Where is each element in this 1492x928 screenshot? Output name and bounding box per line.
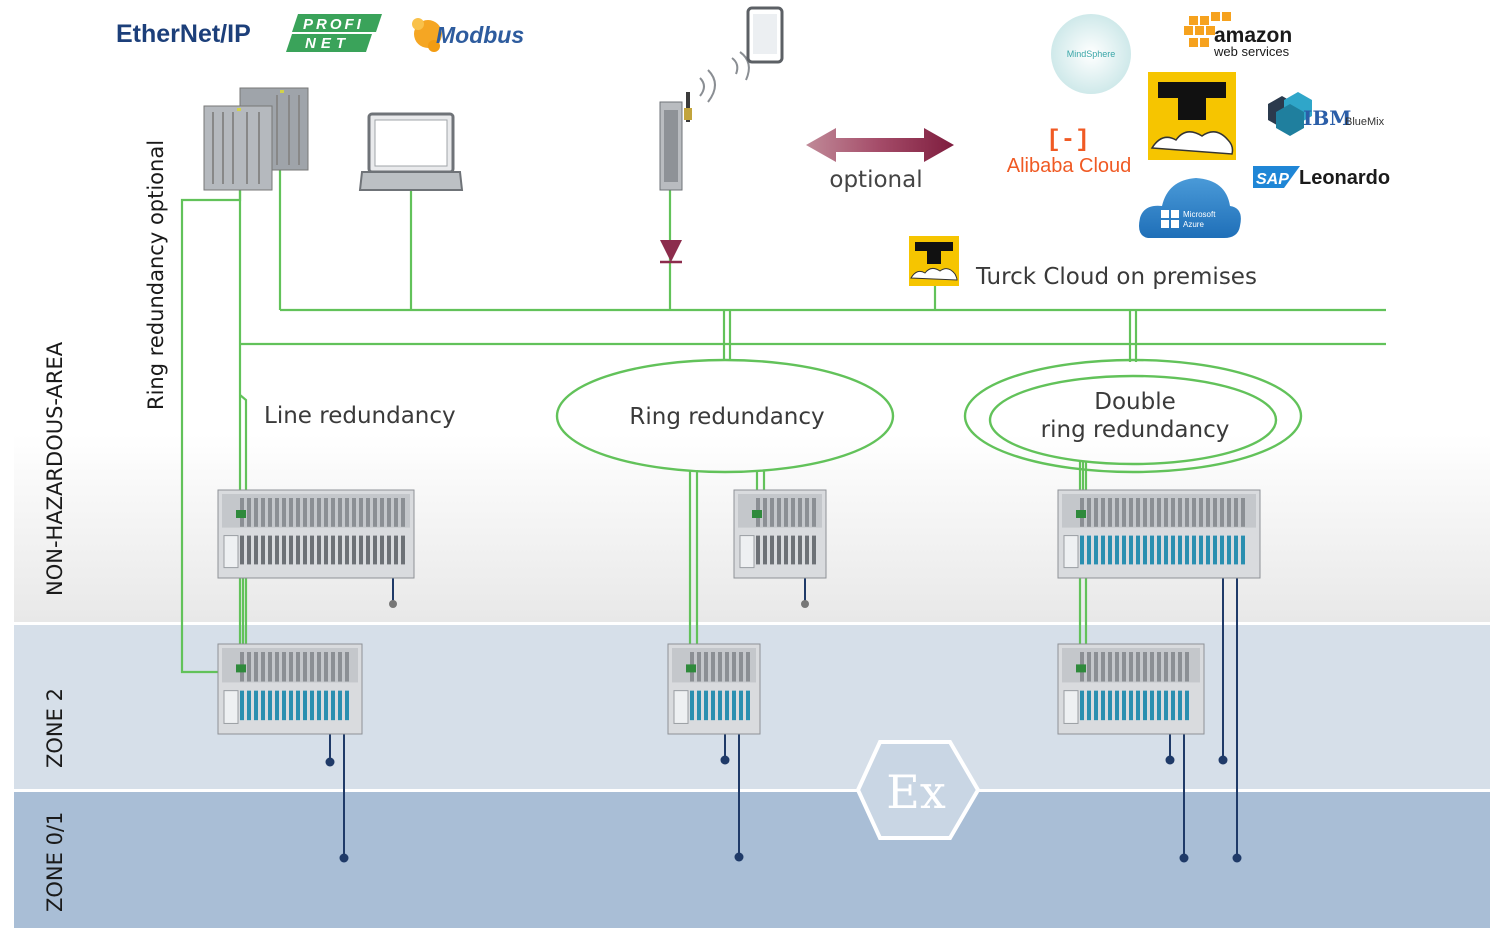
zone-divider (14, 622, 1490, 625)
ring-redundancy-label: Ring redundancy (629, 404, 824, 430)
svg-text:BlueMix: BlueMix (1345, 116, 1385, 128)
svg-text:[-]: [-] (1046, 127, 1089, 154)
ethernetip-logo: EtherNet/IP (116, 20, 251, 48)
turck-cloud-on-premises-icon (909, 236, 959, 286)
svg-text:MindSphere: MindSphere (1067, 49, 1116, 59)
sap-leonardo-logo: SAP Leonardo (1253, 166, 1390, 189)
edge-gateway-icon (659, 92, 692, 191)
laptop-icon (358, 112, 464, 191)
svg-text:EtherNet/IP: EtherNet/IP (116, 20, 251, 48)
io-rack-double-nonhaz (1057, 489, 1261, 579)
io-rack-ring-zone2 (667, 643, 761, 735)
svg-text:Alibaba Cloud: Alibaba Cloud (1007, 155, 1132, 177)
double-ring-label-line1: Double (1094, 389, 1176, 415)
svg-text:Azure: Azure (1183, 220, 1204, 229)
svg-text:Microsoft: Microsoft (1183, 210, 1216, 219)
tablet-icon (746, 6, 784, 64)
turck-cloud-label: Turck Cloud on premises (975, 264, 1257, 290)
modbus-logo: Modbus (412, 18, 524, 52)
zone-label-non-hazardous: NON-HAZARDOUS-AREA (43, 341, 67, 596)
svg-text:PROFI: PROFI (303, 16, 364, 33)
svg-text:amazon: amazon (1214, 24, 1292, 47)
wireless-signal-icon (699, 51, 750, 103)
svg-text:NET: NET (305, 35, 350, 52)
zone-label-zone01: ZONE 0/1 (43, 812, 67, 912)
io-rack-double-zone2 (1057, 643, 1205, 735)
signal-wires (325, 575, 1242, 863)
optional-double-arrow-icon (806, 128, 954, 162)
turck-cloud-logo (1148, 72, 1236, 160)
double-ring-label-line2: ring redundancy (1041, 417, 1230, 443)
zone-divider (14, 789, 1490, 792)
zone01-bg (14, 792, 1490, 928)
io-racks (217, 489, 1261, 735)
amazon-web-services-logo: amazon web services (1184, 12, 1292, 59)
svg-text:web services: web services (1213, 44, 1290, 59)
svg-text:IBM: IBM (1303, 106, 1351, 130)
mindsphere-logo: MindSphere (1051, 14, 1131, 94)
zone-label-zone2: ZONE 2 (43, 688, 67, 768)
svg-text:Leonardo: Leonardo (1299, 167, 1390, 189)
ring-redundancy-optional-label: Ring redundancy optional (144, 140, 168, 410)
io-rack-ring-nonhaz (733, 489, 827, 579)
ex-symbol: Ex (886, 765, 946, 819)
profinet-logo: PROFI NET (286, 14, 382, 52)
alibaba-cloud-logo: [-] Alibaba Cloud (1007, 127, 1132, 177)
svg-text:SAP: SAP (1256, 171, 1289, 188)
line-redundancy-label: Line redundancy (264, 403, 456, 429)
one-way-diode-icon (660, 240, 682, 264)
svg-text:Modbus: Modbus (436, 22, 524, 48)
optional-label: optional (829, 167, 922, 193)
io-rack-line-nonhaz (217, 489, 415, 579)
microsoft-azure-logo: Microsoft Azure (1139, 178, 1241, 238)
ibm-bluemix-logo: IBM BlueMix (1268, 92, 1385, 136)
ex-hexagon-icon: Ex (855, 740, 981, 840)
io-rack-line-zone2 (217, 643, 363, 735)
plc-controller-icon (203, 87, 309, 191)
